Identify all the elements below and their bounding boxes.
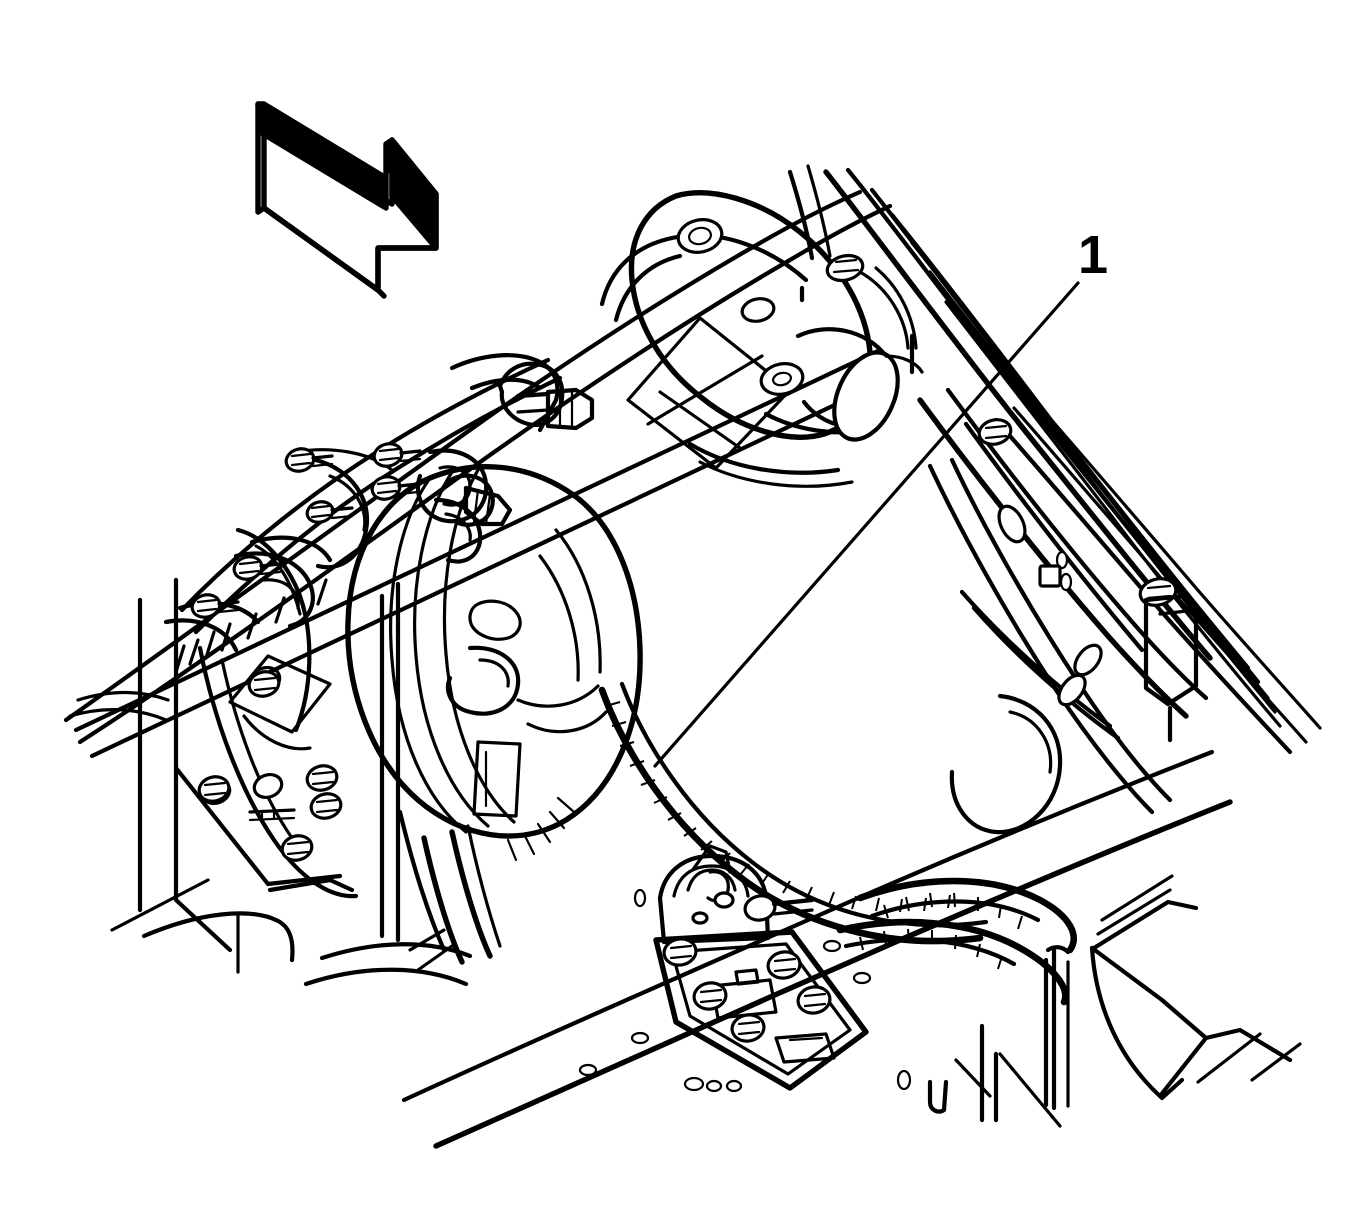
- inner-fender-panel: [110, 577, 355, 974]
- fender-rail: [917, 387, 1209, 743]
- radiator-support: [823, 167, 1282, 728]
- inner-brace: [927, 457, 1173, 835]
- hood-hinge-arm: [787, 164, 918, 350]
- callout-label-1: 1: [1078, 225, 1109, 285]
- latch-bracket: [633, 844, 872, 1091]
- callout-leader-1: [653, 281, 1080, 768]
- frame-rail: [303, 749, 1302, 1149]
- hinge-loop: [795, 327, 924, 442]
- master-cylinder: [179, 357, 563, 899]
- direction-arrow: [255, 101, 439, 299]
- frame-rail-diagonal: [68, 347, 899, 759]
- brake-pipe-fitting: [439, 361, 595, 527]
- pipe-retainer-clip: [415, 448, 489, 564]
- mounting-bolts: [190, 442, 422, 862]
